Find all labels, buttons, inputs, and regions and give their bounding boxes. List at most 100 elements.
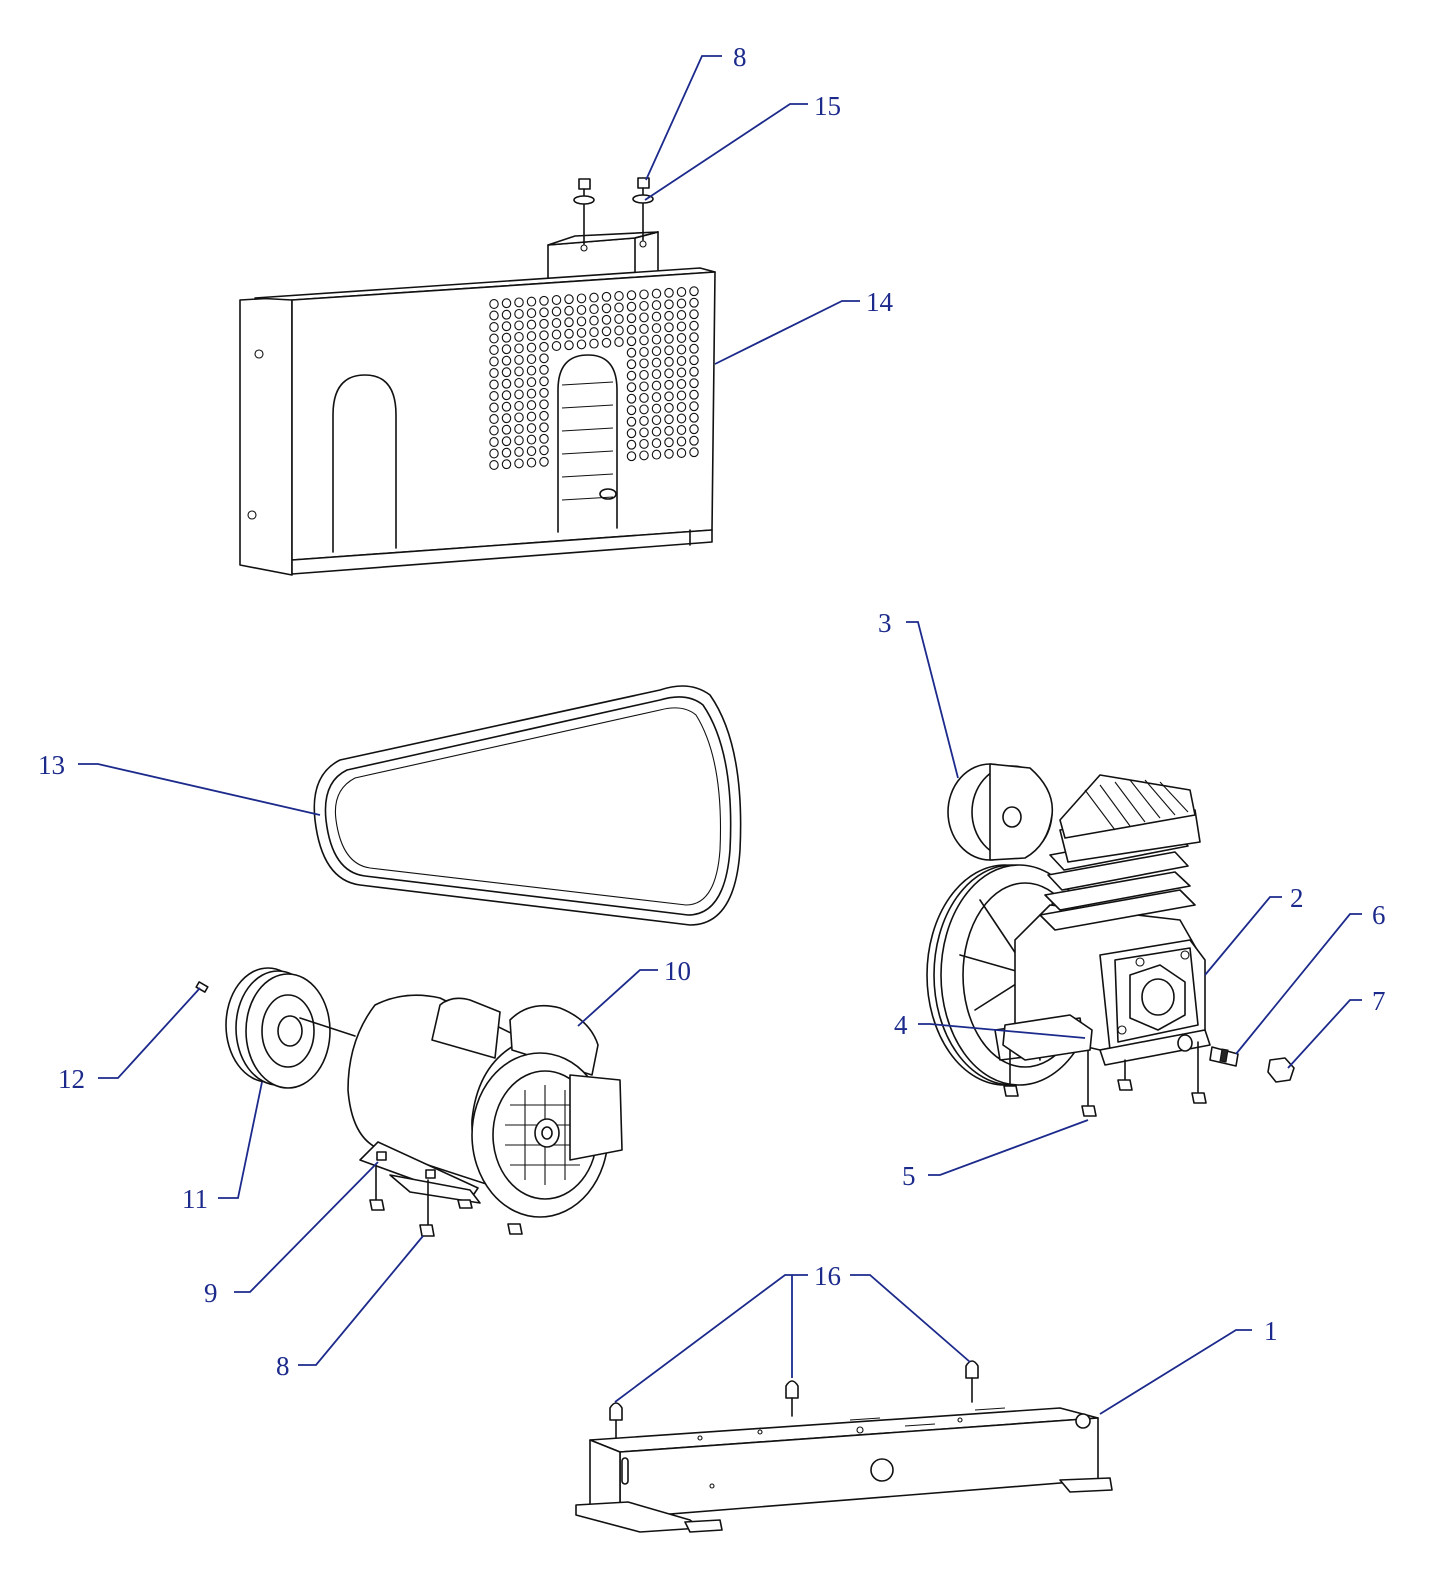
perforation-hole <box>601 303 612 314</box>
perforation-hole <box>539 376 549 387</box>
perforation-hole <box>514 320 524 331</box>
callout-13: 13 <box>38 750 65 780</box>
perforation-hole <box>664 402 674 413</box>
perforation-hole <box>664 333 674 344</box>
perforation-hole <box>514 308 524 319</box>
perforation-hole <box>526 308 537 319</box>
perforation-hole <box>664 437 674 448</box>
perforation-hole <box>564 340 574 351</box>
perforation-hole <box>614 291 624 301</box>
perforation-hole <box>539 295 549 306</box>
base-top-markings <box>697 1407 1006 1441</box>
perforation-hole <box>501 447 512 458</box>
callout-9: 9 <box>204 1278 218 1308</box>
perforation-hole <box>501 413 512 424</box>
perforation-hole <box>676 413 687 424</box>
compressor-pump <box>926 763 1295 1117</box>
perforation-hole <box>651 311 662 322</box>
perforation-hole <box>601 291 612 302</box>
perforation-hole <box>651 380 662 391</box>
perforation-hole <box>639 323 649 334</box>
perforation-hole <box>526 342 537 353</box>
perforation-hole <box>539 433 549 444</box>
perforation-hole <box>664 299 674 310</box>
perforation-hole <box>576 327 587 338</box>
perforation-hole <box>689 435 699 446</box>
perforation-hole <box>651 438 662 449</box>
perforation-hole <box>651 426 662 437</box>
pulley-key <box>195 981 209 993</box>
perforation-hole <box>626 439 637 450</box>
perforation-hole <box>501 321 512 332</box>
perforation-hole <box>501 378 512 389</box>
perforation-hole <box>689 447 699 458</box>
perforation-hole <box>501 344 512 355</box>
perforation-hole <box>539 330 549 341</box>
perforation-hole <box>664 356 674 367</box>
perforation-hole <box>651 300 662 311</box>
perforation-hole <box>639 381 649 392</box>
callout-1: 1 <box>1264 1316 1278 1346</box>
perforation-hole <box>489 379 499 390</box>
perforation-hole <box>526 319 537 330</box>
perforation-hole <box>514 458 524 469</box>
perforation-hole <box>526 411 537 422</box>
callout-labels: 8 15 14 13 3 2 6 7 4 5 10 12 11 9 8 16 1 <box>38 42 1386 1381</box>
perforation-hole <box>539 364 549 375</box>
perforation-hole <box>489 345 499 355</box>
perforation-hole <box>626 428 637 439</box>
perforation-hole <box>639 312 649 323</box>
perforation-hole <box>664 414 674 425</box>
perforation-hole <box>689 378 699 389</box>
perforation-hole <box>514 331 524 342</box>
vent-slats <box>561 381 614 501</box>
perforation-hole <box>676 402 687 412</box>
perforation-hole <box>626 451 637 462</box>
perforation-hole <box>676 448 687 458</box>
perforation-hole <box>526 423 537 434</box>
electric-motor <box>347 994 623 1237</box>
perforation-hole <box>526 331 537 342</box>
perforation-hole <box>614 337 624 347</box>
perforation-hole <box>576 339 587 350</box>
perforation-hole <box>576 293 587 304</box>
perforation-hole <box>514 435 524 446</box>
perforation-hole <box>651 449 662 460</box>
perforation-hole <box>501 332 512 343</box>
perforation-hole <box>689 355 699 366</box>
perforation-hole <box>626 359 637 370</box>
perforation-hole <box>489 391 499 401</box>
perforation-hole <box>639 415 649 426</box>
perforation-hole <box>639 335 649 346</box>
perforation-hole <box>514 446 524 457</box>
perforation-hole <box>639 438 649 449</box>
perforation-hole <box>539 445 549 456</box>
perforation-hole <box>539 318 549 329</box>
perforation-hole <box>689 286 699 297</box>
callout-16: 16 <box>814 1261 841 1291</box>
callout-5: 5 <box>902 1161 916 1191</box>
perforation-hole <box>489 322 499 332</box>
perforation-hole <box>489 310 499 321</box>
perforation-hole <box>576 316 587 327</box>
callout-15: 15 <box>814 91 841 121</box>
perforation-hole <box>626 313 637 324</box>
perforation-hole <box>501 424 512 435</box>
perforation-hole <box>676 287 687 297</box>
perforation-hole <box>689 389 699 400</box>
belt-guard <box>239 231 716 576</box>
perforation-hole <box>676 321 687 332</box>
perforation-hole <box>589 304 599 315</box>
callout-12: 12 <box>58 1064 85 1094</box>
perforation-hole <box>539 341 549 352</box>
perforation-hole <box>651 369 662 380</box>
perforation-hole <box>639 369 649 380</box>
perforation-hole <box>626 370 637 381</box>
perforation-hole <box>526 388 537 399</box>
perforation-hole <box>526 377 537 388</box>
perforation-hole <box>626 405 637 416</box>
perforation-hole <box>676 298 687 309</box>
perforation-hole <box>551 329 562 340</box>
perforation-hole <box>489 356 499 367</box>
perforation-hole <box>639 450 649 461</box>
